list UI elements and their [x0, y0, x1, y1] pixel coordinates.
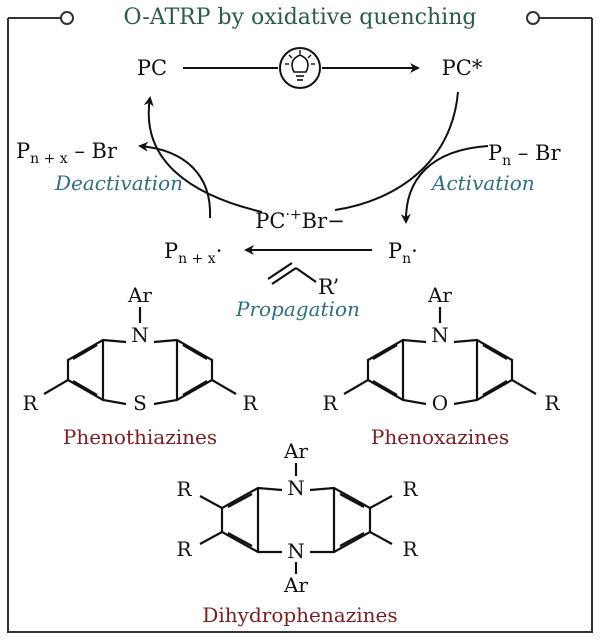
phenothiazine-r-left: R [22, 391, 38, 415]
dormant-left-label: Pn + x – Br [16, 139, 118, 167]
phenothiazine-structure: Ar N S R R [22, 283, 258, 415]
dihydrophenazine-r-tr: R [402, 477, 418, 501]
dihydrophenazine-n-top: N [287, 476, 305, 500]
dihydrophenazine-ar-top: Ar [283, 439, 308, 463]
radical-to-dormant-arrow [138, 141, 212, 219]
phenothiazine-n: N [131, 323, 149, 347]
radical-right-label: Pn· [388, 239, 418, 267]
phenoxazine-r-right: R [544, 391, 560, 415]
monomer-substituent: R’ [318, 275, 339, 299]
pc-label: PC [137, 56, 167, 80]
light-bulb-icon [279, 47, 321, 89]
phenoxazine-o: O [432, 391, 448, 415]
pc-excited-label: PC* [442, 56, 483, 80]
phenoxazine-ar: Ar [427, 283, 452, 307]
phenoxazine-name: Phenoxazines [371, 425, 509, 449]
right-terminal-icon [526, 11, 540, 25]
phenothiazine-name: Phenothiazines [63, 425, 217, 449]
dihydrophenazine-r-tl: R [176, 477, 192, 501]
deactivation-arrow [143, 96, 263, 213]
phenoxazine-r-left: R [322, 391, 338, 415]
dihydrophenazine-r-bl: R [176, 537, 192, 561]
phenothiazine-r-right: R [242, 391, 258, 415]
dihydrophenazine-r-br: R [402, 537, 418, 561]
deactivation-label: Deactivation [54, 171, 183, 195]
frame [7, 11, 593, 633]
phenothiazine-ar: Ar [127, 283, 152, 307]
activation-label: Activation [430, 171, 535, 195]
diagram-title: O-ATRP by oxidative quenching [124, 5, 477, 30]
dormant-to-radical-arrow [400, 145, 489, 224]
phenoxazine-n: N [431, 323, 449, 347]
radical-cation-label: PC·+Br− [255, 207, 344, 233]
phenothiazine-s: S [133, 391, 147, 415]
activation-arrow [334, 91, 459, 211]
dihydrophenazine-ar-bottom: Ar [283, 573, 308, 597]
monomer-vinyl-bond [267, 262, 317, 285]
dihydrophenazine-structure: Ar N N Ar R R R R [176, 439, 418, 597]
left-terminal-icon [60, 11, 74, 25]
dihydrophenazine-name: Dihydrophenazines [202, 603, 397, 627]
propagation-label: Propagation [235, 297, 360, 321]
radical-left-label: Pn + x· [164, 239, 222, 267]
dihydrophenazine-n-bottom: N [287, 539, 305, 563]
dormant-right-label: Pn – Br [488, 141, 561, 169]
phenoxazine-structure: Ar N O R R [322, 283, 560, 415]
